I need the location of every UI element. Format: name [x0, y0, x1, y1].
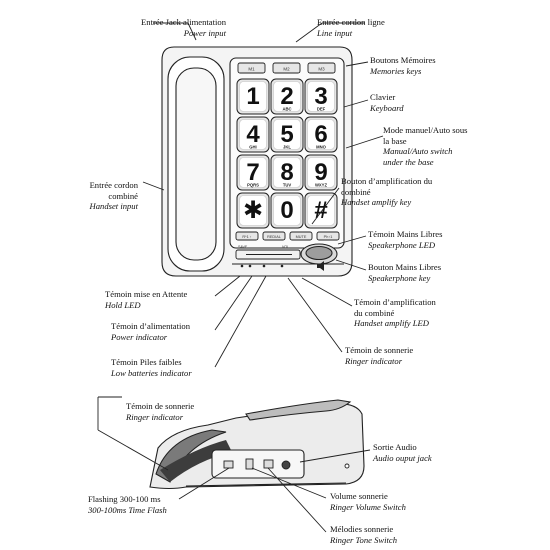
key-digit: 9 [314, 159, 327, 186]
memory-key-label: M3 [318, 67, 325, 72]
key-letters: GHI [249, 145, 256, 150]
key-digit: 2 [280, 83, 293, 110]
key-digit: 5 [280, 121, 293, 148]
key-1[interactable]: 1 [236, 78, 270, 115]
handset-inner [175, 67, 217, 261]
power-led [248, 264, 252, 268]
key-digit: # [314, 197, 327, 224]
key-letters: WXYZ [315, 183, 328, 188]
key-digit: 8 [280, 159, 293, 186]
memory-key-label: M2 [283, 67, 290, 72]
function-key-label: REDIAL [267, 235, 281, 239]
key-letters: PQRS [247, 183, 259, 188]
side-controls [223, 458, 350, 470]
volume-label-save: SAVE [238, 245, 248, 249]
function-key-2[interactable]: REDIAL [262, 231, 286, 241]
key-letters: MNO [316, 145, 327, 150]
ringer-tone-switch[interactable] [263, 459, 274, 469]
key-digit: ✱ [243, 197, 263, 224]
memory-key-2[interactable]: M2 [272, 62, 301, 74]
speakerphone-key[interactable] [300, 243, 338, 265]
memory-key-label: M1 [248, 67, 255, 72]
phone-side-view [149, 399, 365, 490]
audio-output-jack[interactable] [281, 460, 291, 470]
key-digit: 6 [314, 121, 327, 148]
function-key-label: MUTE [296, 235, 307, 239]
key-letters: DEF [317, 107, 326, 112]
volume-label-vol: VOL [282, 245, 289, 249]
side-top-keys [245, 399, 352, 421]
function-key-3[interactable]: MUTE [289, 231, 313, 241]
function-key-4[interactable]: Ph↑1 [316, 231, 340, 241]
memory-keys: M1 M2 M3 [237, 62, 336, 74]
function-key-1[interactable]: R*1 ↑ [235, 231, 259, 241]
volume-area [235, 249, 301, 260]
key-digit: 3 [314, 83, 327, 110]
key-digit: 0 [280, 197, 293, 224]
hold-led [240, 264, 244, 268]
function-key-label: R*1 ↑ [242, 235, 251, 239]
callout-lines [97, 22, 384, 533]
key-letters: TUV [283, 183, 292, 188]
memory-key-1[interactable]: M1 [237, 62, 266, 74]
low-batteries-led [262, 264, 266, 268]
key-letters: ABC [282, 107, 291, 112]
function-keys: R*1 ↑ REDIAL MUTE Ph↑1 [235, 231, 340, 241]
ringer-led [280, 264, 284, 268]
key-11[interactable]: 0 [270, 192, 304, 229]
function-key-label: Ph↑1 [324, 235, 333, 239]
key-digit: 7 [246, 159, 259, 186]
key-digit: 4 [246, 121, 260, 148]
speaker-icon [317, 261, 324, 271]
time-flash-switch[interactable] [223, 460, 234, 469]
side-screw [344, 463, 350, 469]
key-letters: JKL [283, 145, 291, 150]
key-digit: 1 [246, 83, 259, 110]
memory-key-3[interactable]: M3 [307, 62, 336, 74]
ringer-volume-switch[interactable] [245, 458, 254, 470]
key-12[interactable]: # [304, 192, 338, 229]
key-10[interactable]: ✱ [236, 192, 270, 229]
side-panel [211, 449, 305, 479]
